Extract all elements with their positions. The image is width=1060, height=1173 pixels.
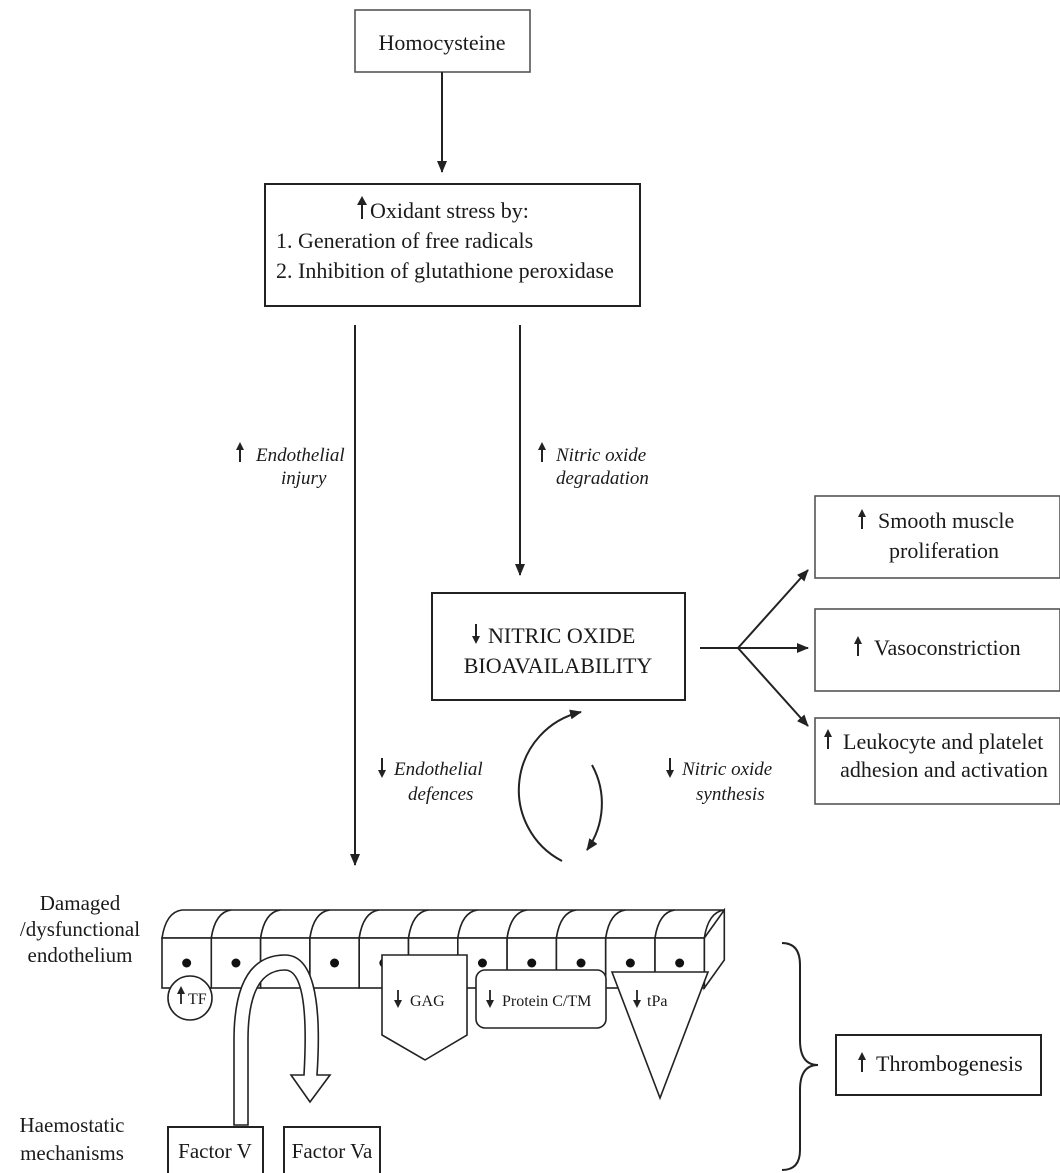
cell-nucleus — [625, 958, 635, 968]
endothelial-defences-label: Endothelial defences — [378, 758, 483, 805]
down-arrow-icon — [486, 990, 494, 1008]
vasoconstriction-node: Vasoconstriction — [814, 608, 1060, 692]
cell-nucleus — [231, 958, 241, 968]
damaged-endothelium-label: Damaged /dysfunctional endothelium — [20, 891, 140, 967]
cell-nucleus — [182, 958, 192, 968]
no-degradation-text-1: Nitric oxide — [555, 445, 646, 466]
no-synthesis-text-2: synthesis — [696, 784, 765, 805]
tpa-marker: tPa — [610, 971, 710, 1101]
down-arrow-icon — [378, 758, 386, 778]
endothelial-injury-text-1: Endothelial — [255, 445, 345, 466]
oxidant-title: Oxidant stress by: — [370, 198, 529, 223]
down-arrow-icon — [633, 990, 641, 1008]
smooth-muscle-line-1: Smooth muscle — [878, 508, 1014, 533]
up-arrow-icon — [858, 1052, 866, 1072]
cell-nucleus — [576, 958, 586, 968]
no-degradation-label: Nitric oxide degradation — [538, 442, 649, 489]
no-bioavailability-line-1: NITRIC OXIDE — [488, 623, 635, 648]
tpa-label: tPa — [647, 993, 667, 1010]
factor-v-node: Factor V — [167, 1126, 264, 1173]
gag-label: GAG — [410, 993, 445, 1010]
homocysteine-label: Homocysteine — [378, 30, 505, 55]
thrombogenesis-label: Thrombogenesis — [876, 1051, 1023, 1076]
arrow-to-smooth-muscle — [737, 569, 809, 649]
protein-c-tm-label: Protein C/TM — [502, 993, 591, 1010]
up-arrow-icon — [854, 636, 862, 656]
oxidant-item-2: 2. Inhibition of glutathione peroxidase — [276, 258, 614, 283]
no-synthesis-text-1: Nitric oxide — [681, 759, 772, 780]
homocysteine-node: Homocysteine — [354, 9, 531, 73]
cycle-arrow-left — [586, 764, 603, 851]
protein-c-tm-marker: Protein C/TM — [475, 969, 607, 1029]
endothelial-injury-label: Endothelial injury — [236, 442, 345, 489]
cell-nucleus — [330, 958, 340, 968]
leukocyte-line-1: Leukocyte and platelet — [843, 729, 1043, 754]
endothelial-injury-text-2: injury — [281, 468, 327, 489]
cycle-arrow-right — [517, 709, 582, 862]
haemostatic-mechanisms-label: Haemostatic mechanisms — [20, 1113, 125, 1165]
damaged-text-1: Damaged — [40, 891, 121, 915]
haemostatic-text-1: Haemostatic — [20, 1113, 125, 1137]
cell-nucleus — [527, 958, 537, 968]
down-arrow-icon — [472, 624, 480, 644]
up-arrow-icon — [538, 442, 546, 462]
no-bioavailability-node: NITRIC OXIDE BIOAVAILABILITY — [431, 592, 686, 701]
up-arrow-icon — [858, 509, 866, 529]
smooth-muscle-line-2: proliferation — [889, 538, 999, 563]
endothelial-defences-text-1: Endothelial — [393, 759, 483, 780]
gag-marker: GAG — [381, 954, 468, 1061]
no-degradation-text-2: degradation — [556, 468, 649, 489]
leukocyte-node: Leukocyte and platelet adhesion and acti… — [814, 717, 1060, 805]
down-arrow-icon — [394, 990, 402, 1008]
cell-nucleus — [675, 958, 685, 968]
smooth-muscle-node: Smooth muscle proliferation — [814, 495, 1060, 579]
factor-va-node: Factor Va — [283, 1126, 381, 1173]
factor-v-label: Factor V — [178, 1139, 252, 1163]
vasoconstriction-label: Vasoconstriction — [874, 635, 1021, 660]
factor-v-activation-arrow — [233, 954, 332, 1126]
down-arrow-icon — [666, 758, 674, 778]
grouping-brace — [781, 942, 819, 1171]
arrow-to-leukocyte — [737, 647, 809, 727]
thrombogenesis-node: Thrombogenesis — [835, 1034, 1042, 1096]
leukocyte-line-2: adhesion and activation — [840, 757, 1048, 782]
damaged-text-2: /dysfunctional — [20, 917, 140, 941]
tf-label: TF — [188, 991, 207, 1008]
haemostatic-text-2: mechanisms — [20, 1141, 124, 1165]
endothelial-defences-text-2: defences — [408, 784, 473, 805]
oxidant-stress-node: Oxidant stress by: 1. Generation of free… — [264, 183, 641, 307]
up-arrow-icon — [357, 196, 367, 219]
factor-va-label: Factor Va — [292, 1139, 373, 1163]
damaged-text-3: endothelium — [28, 943, 133, 967]
no-synthesis-label: Nitric oxide synthesis — [666, 758, 772, 805]
up-arrow-icon — [236, 442, 244, 462]
oxidant-item-1: 1. Generation of free radicals — [276, 228, 533, 253]
up-arrow-icon — [824, 729, 832, 749]
up-arrow-icon — [177, 986, 185, 1004]
tissue-factor-marker: TF — [167, 975, 213, 1021]
no-bioavailability-line-2: BIOAVAILABILITY — [464, 653, 653, 678]
cell-nucleus — [477, 958, 487, 968]
